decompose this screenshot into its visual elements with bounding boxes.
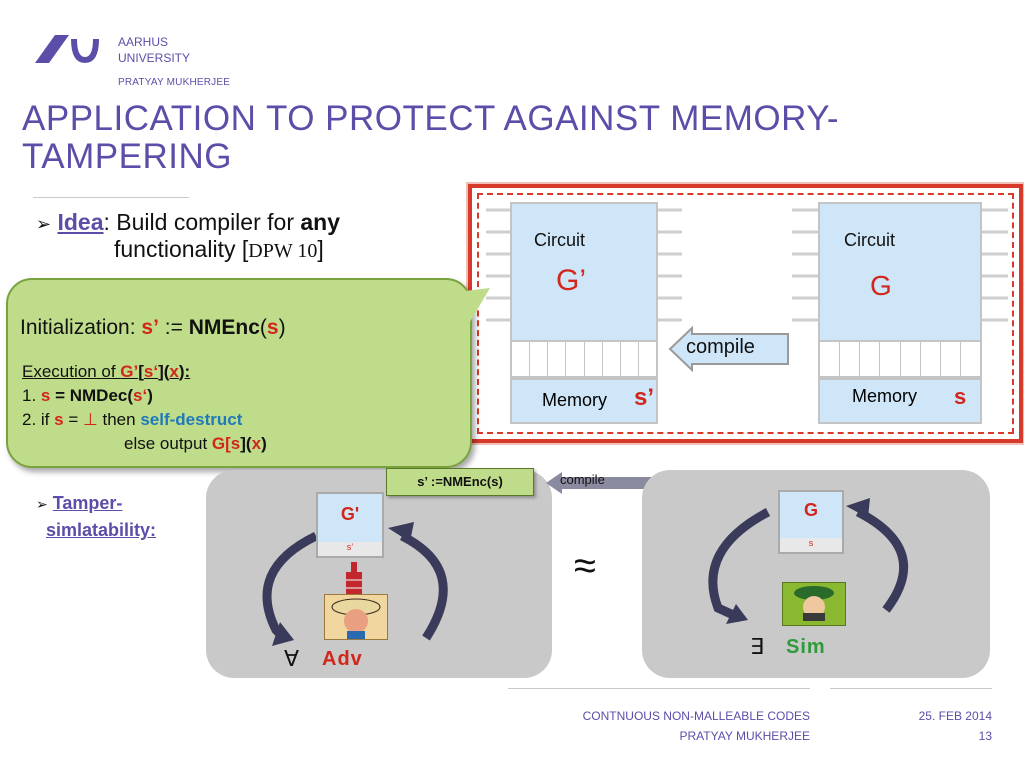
- adv-label: Adv: [322, 648, 363, 670]
- right-circuit-label: Circuit: [844, 230, 896, 250]
- left-memory-cells: [510, 342, 658, 378]
- footer-author: PRATYAY MUKHERJEE: [679, 729, 810, 743]
- left-memory-label: Memory: [542, 390, 608, 410]
- adv-chip-mem: s’: [318, 542, 382, 556]
- adv-chip-label: G': [340, 504, 360, 524]
- sim-chip-mem: s: [780, 538, 842, 552]
- execution-block: Execution of G’[s‘](x): 1. s = NMDec(s‘)…: [22, 360, 267, 456]
- adv-chip: G' s’: [316, 492, 384, 558]
- init-label: Initialization:: [20, 316, 142, 339]
- ideal-world-arrows: [708, 498, 908, 624]
- tamper-label-2: simlatability: [46, 520, 151, 540]
- idea-text: : Build compiler for: [103, 209, 301, 235]
- compile-arrow-icon: [668, 325, 789, 373]
- footer-meta: 25. FEB 2014 13: [860, 706, 992, 746]
- diagram-dashed-border: [477, 193, 1014, 434]
- right-circuit-block: Circuit G Memory s: [818, 202, 982, 424]
- compile-arrow: compile: [668, 325, 792, 377]
- init-arg: s: [266, 316, 279, 339]
- init-line: Initialization: s’ := NMEnc(s): [20, 316, 286, 339]
- right-circuit-chip: Circuit G: [818, 202, 982, 342]
- bullet-tamper: ➢ Tamper- simlatability:: [36, 490, 196, 543]
- chip-pins: [486, 208, 1008, 322]
- bullet-arrow-icon: ➢: [36, 214, 52, 234]
- left-circuit-block: Circuit G’ Memory s’: [510, 202, 658, 424]
- tamper-label-1: Tamper-: [52, 493, 123, 513]
- left-memory-box: Memory s’: [510, 378, 658, 424]
- idea-bold: any: [300, 209, 341, 235]
- slide-title: APPLICATION TO PROTECT AGAINST MEMORY- T…: [22, 99, 840, 176]
- exec-line: Execution of G’[s‘](x):: [22, 362, 191, 381]
- sim-chip-label: G: [803, 500, 818, 520]
- right-memory-value: s: [954, 384, 967, 409]
- init-assign: :=: [158, 316, 189, 339]
- right-circuit-name: G: [870, 270, 892, 301]
- callout-pointer-icon: [440, 288, 490, 332]
- compiler-callout: Initialization: s’ := NMEnc(s) Execution…: [6, 278, 472, 468]
- lower-compile-arrow: compile: [546, 470, 654, 501]
- idea-label: Idea: [57, 209, 104, 235]
- ideal-world-panel: G s ∃ Sim: [642, 470, 990, 678]
- left-circuit-name: G’: [556, 264, 586, 297]
- left-circuit-chip: Circuit G’: [510, 202, 658, 342]
- bullet-arrow-icon: ➢: [36, 496, 48, 512]
- tamper-colon: :: [150, 520, 157, 540]
- simulator-avatar: [782, 582, 846, 626]
- bullet-idea: ➢ Idea: Build compiler for any functiona…: [36, 210, 466, 264]
- idea-text-2: functionality [: [114, 236, 249, 262]
- forall-symbol: ∀: [284, 646, 300, 671]
- real-world-panel: G' s’ ∀ Adv: [206, 470, 552, 678]
- adversary-avatar: [324, 594, 388, 640]
- step-3: else output G[s](x): [124, 434, 267, 453]
- step-1: 1. s = NMDec(s‘): [22, 386, 153, 405]
- init-func: NMEnc: [188, 316, 260, 339]
- sim-label: Sim: [786, 636, 826, 658]
- aarhus-logo-icon: [33, 33, 105, 74]
- lower-compile-arrow-icon: [546, 472, 652, 494]
- footer-talk: CONTNUOUS NON-MALLEABLE CODES PRATYAY MU…: [480, 706, 810, 746]
- right-memory-cells: [818, 342, 982, 378]
- right-memory-label: Memory: [852, 386, 918, 406]
- real-world-arrows: [262, 522, 448, 646]
- header-author: PRATYAY MUKHERJEE: [118, 77, 231, 88]
- right-memory-box: Memory s: [818, 378, 982, 424]
- footer-rule-right: [830, 688, 992, 689]
- footer-page-number: 13: [978, 729, 992, 743]
- init-var: s’: [141, 316, 159, 339]
- lower-compile-label: compile: [560, 472, 605, 487]
- step-2: 2. if s = ⊥ then self-destruct: [22, 410, 243, 429]
- footer-date: 25. FEB 2014: [918, 709, 992, 723]
- footer-rule-left: [508, 688, 810, 689]
- nmenc-box: s’ :=NMEnc(s): [386, 468, 534, 496]
- approx-symbol: ≈: [574, 544, 596, 588]
- idea-text-3: ]: [317, 236, 324, 262]
- left-circuit-label: Circuit: [534, 230, 586, 250]
- idea-cite: DPW 10: [248, 240, 318, 262]
- left-memory-value: s’: [634, 384, 655, 411]
- exists-symbol: ∃: [750, 634, 764, 659]
- tamper-device-icon: [340, 562, 368, 600]
- compiler-diagram: Circuit G’ Memory s’ Circuit G: [468, 184, 1023, 443]
- footer-talk-title: CONTNUOUS NON-MALLEABLE CODES: [582, 709, 810, 723]
- title-divider: [33, 197, 189, 198]
- compile-label: compile: [686, 336, 755, 358]
- university-name: AARHUS UNIVERSITY: [118, 35, 191, 65]
- sim-chip: G s: [778, 490, 844, 554]
